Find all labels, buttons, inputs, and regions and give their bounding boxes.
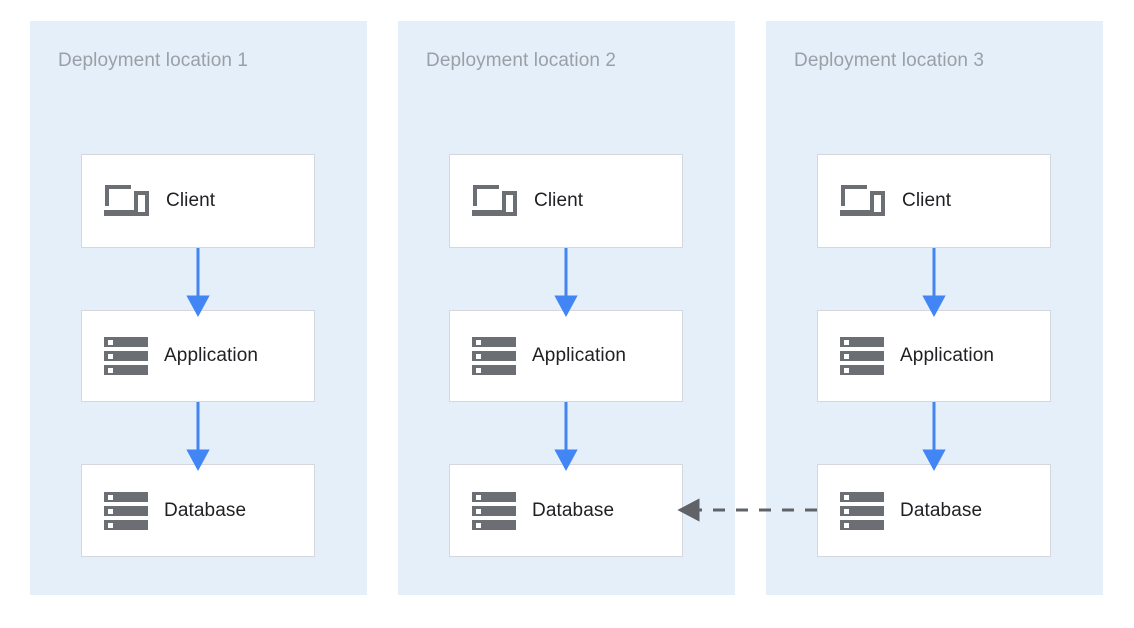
panel-title-3: Deployment location 3 bbox=[794, 50, 985, 71]
node-database-2[interactable]: Database bbox=[449, 464, 683, 557]
node-application-2[interactable]: Application bbox=[449, 310, 683, 402]
node-label-application-3: Application bbox=[900, 345, 995, 366]
panel-title-2: Deployment location 2 bbox=[426, 50, 617, 71]
devices-icon bbox=[840, 181, 886, 221]
node-label-client-2: Client bbox=[534, 190, 584, 211]
node-label-database-2: Database bbox=[532, 499, 615, 521]
node-label-client-1: Client bbox=[166, 190, 216, 211]
server-icon bbox=[840, 335, 884, 377]
devices-icon bbox=[104, 181, 150, 221]
node-client-3[interactable]: Client bbox=[817, 154, 1051, 248]
node-label-database-3: Database bbox=[900, 499, 983, 521]
node-client-1[interactable]: Client bbox=[81, 154, 315, 248]
server-icon bbox=[840, 490, 884, 532]
server-icon bbox=[104, 335, 148, 377]
panel-title-1: Deployment location 1 bbox=[58, 50, 249, 71]
node-label-application-1: Application bbox=[164, 345, 259, 366]
node-database-3[interactable]: Database bbox=[817, 464, 1051, 557]
server-icon bbox=[472, 490, 516, 532]
node-label-application-2: Application bbox=[532, 345, 627, 366]
node-label-database-1: Database bbox=[164, 499, 247, 521]
node-label-client-3: Client bbox=[902, 190, 952, 211]
server-icon bbox=[472, 335, 516, 377]
node-application-1[interactable]: Application bbox=[81, 310, 315, 402]
devices-icon bbox=[472, 181, 518, 221]
node-client-2[interactable]: Client bbox=[449, 154, 683, 248]
server-icon bbox=[104, 490, 148, 532]
node-application-3[interactable]: Application bbox=[817, 310, 1051, 402]
node-database-1[interactable]: Database bbox=[81, 464, 315, 557]
